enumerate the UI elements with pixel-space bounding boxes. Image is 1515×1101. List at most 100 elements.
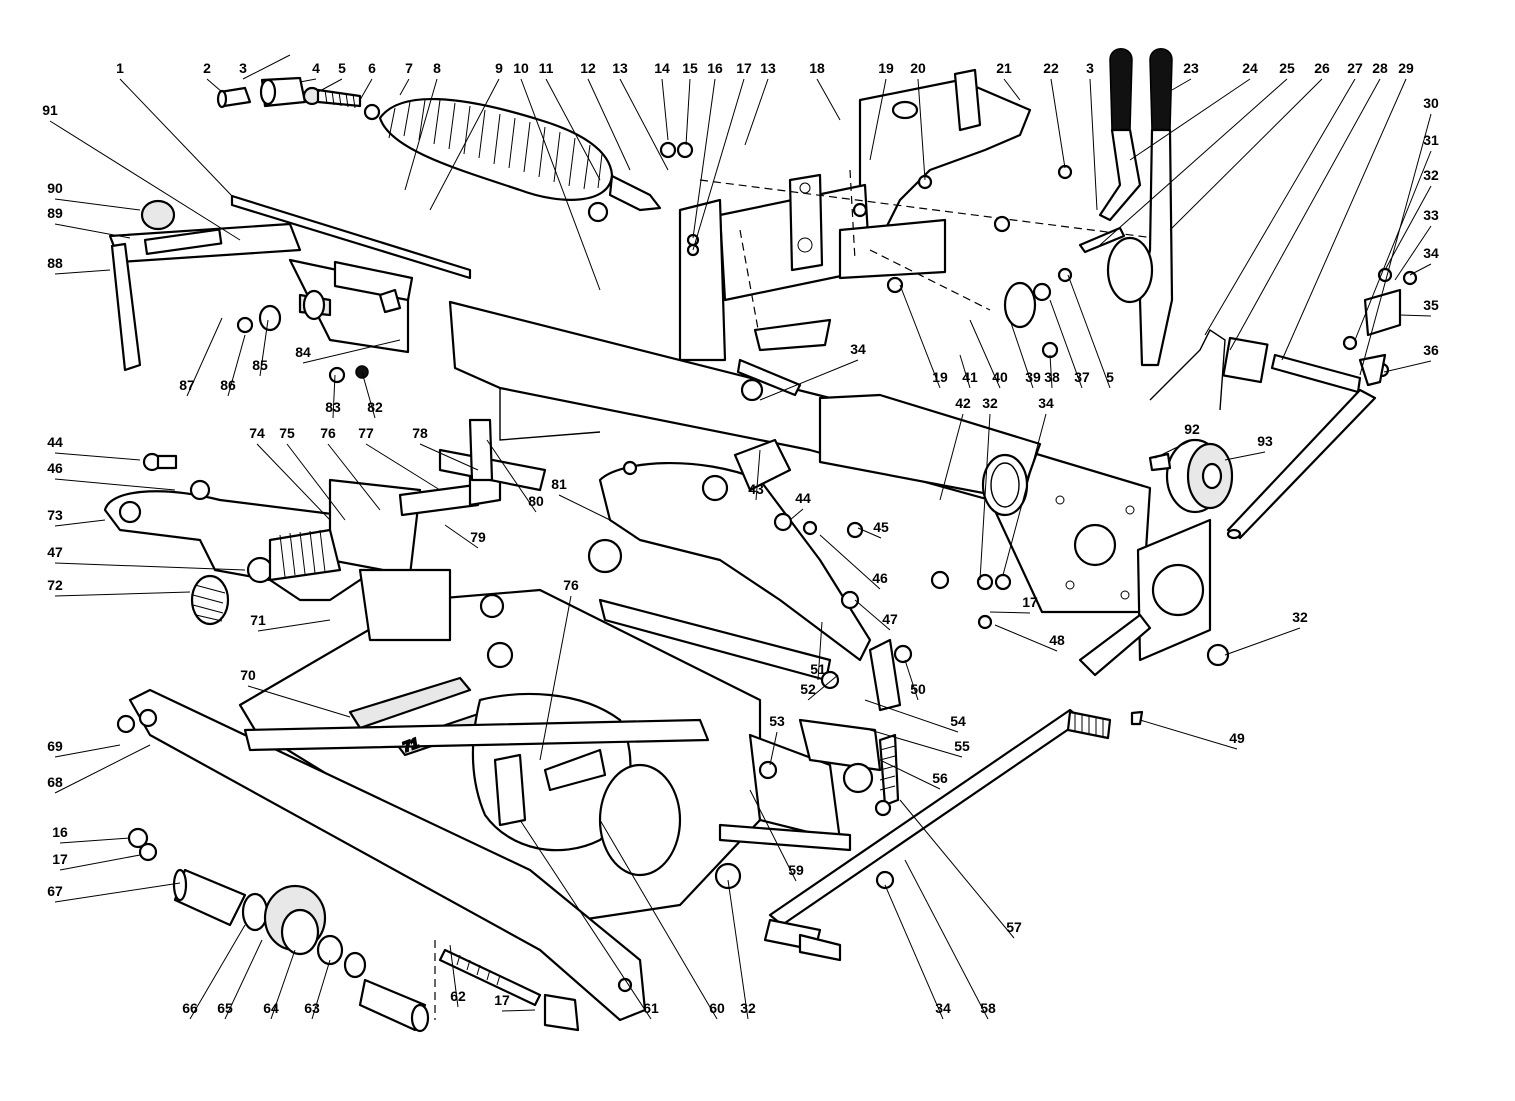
callout-label-c47b: 47 <box>882 611 898 627</box>
leader-line-c92 <box>1154 439 1193 459</box>
leader-line-c37 <box>1049 299 1083 389</box>
callout-label-c64: 64 <box>263 1000 279 1016</box>
leader-line-c26 <box>1169 78 1323 231</box>
leader-line-c53 <box>769 731 778 766</box>
callout-label-c4: 4 <box>312 60 320 76</box>
leader-line-c5b <box>1067 274 1111 389</box>
callout-label-c17b: 17 <box>1022 594 1038 610</box>
leader-line-c49 <box>1139 719 1238 750</box>
leader-line-c44a <box>54 452 141 461</box>
callout-label-c45: 45 <box>873 519 889 535</box>
callout-label-c3a: 3 <box>239 60 247 76</box>
leader-line-c91 <box>49 120 241 241</box>
callout-label-c34a: 34 <box>1423 245 1439 261</box>
upper-left-bracket <box>108 194 472 372</box>
leader-line-c22 <box>1050 78 1066 169</box>
leader-line-c13b <box>744 78 769 146</box>
callout-label-c24: 24 <box>1242 60 1258 76</box>
callout-label-c39: 39 <box>1025 369 1041 385</box>
leader-line-c50 <box>904 659 919 701</box>
callout-label-c5a: 5 <box>338 60 346 76</box>
leader-line-c35 <box>1399 314 1432 317</box>
callout-label-c1: 1 <box>116 60 124 76</box>
leader-line-c6 <box>359 78 373 101</box>
leader-line-c52 <box>807 674 839 701</box>
callout-label-c90: 90 <box>47 180 63 196</box>
leader-line-c32a <box>1384 185 1432 271</box>
callout-label-c3b: 3 <box>1086 60 1094 76</box>
callout-label-c17a: 17 <box>736 60 752 76</box>
leader-line-c83 <box>332 374 336 419</box>
callout-label-c34b: 34 <box>850 341 866 357</box>
callout-label-c66: 66 <box>182 1000 198 1016</box>
callout-label-c13a: 13 <box>612 60 628 76</box>
leader-line-c44b <box>789 508 804 521</box>
callout-label-c80: 80 <box>528 493 544 509</box>
callout-label-c18: 18 <box>809 60 825 76</box>
callout-label-c92: 92 <box>1184 421 1200 437</box>
leader-line-c16a <box>692 78 716 239</box>
leader-line-c24 <box>1129 78 1251 161</box>
callout-label-c26: 26 <box>1314 60 1330 76</box>
callout-label-c36: 36 <box>1423 342 1439 358</box>
callout-label-c67: 67 <box>47 883 63 899</box>
leader-line-c76a <box>327 443 381 511</box>
callout-label-c5b: 5 <box>1106 369 1114 385</box>
callout-label-c29: 29 <box>1398 60 1414 76</box>
clevis-assembly <box>216 76 362 109</box>
leader-line-c88 <box>54 269 111 275</box>
callout-label-c58: 58 <box>980 1000 996 1016</box>
callout-label-c78: 78 <box>412 425 428 441</box>
leader-line-c51 <box>817 621 823 681</box>
leader-line-c71 <box>257 619 331 632</box>
lift-arm <box>128 688 710 1022</box>
leader-line-c8 <box>404 78 438 191</box>
callout-label-c48: 48 <box>1049 632 1065 648</box>
callout-label-c43: 43 <box>748 481 764 497</box>
callout-label-c32a: 32 <box>1423 167 1439 183</box>
callout-label-c84: 84 <box>295 344 311 360</box>
callout-label-c46b: 46 <box>872 570 888 586</box>
callout-label-c79: 79 <box>470 529 486 545</box>
callout-label-c15: 15 <box>682 60 698 76</box>
leader-line-c16b <box>59 837 131 844</box>
leader-line-c17c <box>59 854 141 871</box>
leader-line-c45 <box>857 527 882 539</box>
leader-line-c27 <box>1204 78 1356 336</box>
decal-text: 71 <box>401 734 421 754</box>
callout-label-c37: 37 <box>1074 369 1090 385</box>
callout-label-c19a: 19 <box>878 60 894 76</box>
callout-label-c69: 69 <box>47 738 63 754</box>
callout-label-c28: 28 <box>1372 60 1388 76</box>
callout-label-c8: 8 <box>433 60 441 76</box>
callout-label-c25: 25 <box>1279 60 1295 76</box>
leader-line-c1 <box>119 78 233 197</box>
callout-label-c72: 72 <box>47 577 63 593</box>
callout-label-c49: 49 <box>1229 730 1245 746</box>
hardware-details <box>116 141 1418 890</box>
callout-label-c76a: 76 <box>320 425 336 441</box>
callout-label-c33: 33 <box>1423 207 1439 223</box>
callout-label-c19b: 19 <box>932 369 948 385</box>
leader-line-c85 <box>259 319 269 377</box>
leader-line-c40 <box>969 319 1001 389</box>
callout-label-c16a: 16 <box>707 60 723 76</box>
leader-line-c14 <box>661 78 669 141</box>
leader-line-c62 <box>449 944 459 1008</box>
callout-label-c56: 56 <box>932 770 948 786</box>
leader-line-c90 <box>54 198 141 211</box>
lower-bracket-plate <box>718 718 900 852</box>
callout-label-c86: 86 <box>220 377 236 393</box>
callout-label-c35: 35 <box>1423 297 1439 313</box>
callout-label-c40: 40 <box>992 369 1008 385</box>
callout-label-c31: 31 <box>1423 132 1439 148</box>
leader-line-c64 <box>270 949 296 1020</box>
callout-label-c54: 54 <box>950 713 966 729</box>
leader-line-c20 <box>917 78 926 181</box>
callout-label-c34c: 34 <box>1038 395 1054 411</box>
leader-line-c47a <box>54 562 246 571</box>
leader-line-c60 <box>599 819 718 1020</box>
leader-line-c68 <box>54 744 151 794</box>
